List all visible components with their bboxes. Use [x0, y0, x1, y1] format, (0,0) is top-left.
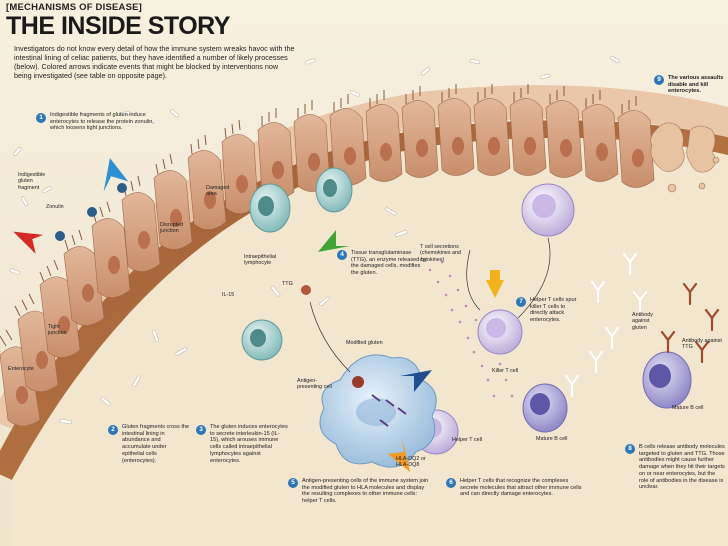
intro-text: Investigators do not know every detail o…	[14, 44, 295, 81]
step-number: 8	[625, 444, 635, 454]
step-8-caption: B cells release antibody molecules targe…	[639, 444, 725, 491]
step-number: 3	[196, 425, 206, 435]
step-7-caption: Helper T cells spur killer T cells to di…	[530, 297, 577, 324]
label-killer-t-cell: Killer T cell	[492, 368, 519, 374]
label-mature-b-cell: Mature B cell	[672, 405, 704, 411]
label-antibody-gluten: Antibody against gluten	[632, 312, 653, 331]
step-number: 2	[108, 425, 118, 435]
label-zonulin: Zonulin	[46, 204, 64, 210]
step-number: 1	[36, 113, 46, 123]
page-title: THE INSIDE STORY	[6, 12, 230, 40]
label-hla: HLA-DQ2 or HLA-DQ8	[396, 456, 426, 469]
step-number: 4	[337, 250, 347, 260]
label-indigestible-gluten: Indigestible gluten fragment	[18, 172, 46, 191]
label-enterocyte: Enterocyte	[8, 366, 34, 372]
step-1-caption: Indigestible fragments of gluten induce …	[50, 112, 154, 132]
label-damaged-area: Damaged area	[206, 185, 230, 198]
step-5-caption: Antigen-presenting cells of the immune s…	[302, 478, 429, 505]
step-4-caption: Tissue transglutaminase (TTG), an enzyme…	[351, 250, 427, 277]
step-6-caption: Helper T cells that recognize the comple…	[460, 478, 582, 498]
step-number: 7	[516, 297, 526, 307]
label-tight-junction: Tight junction	[48, 324, 67, 337]
step-2-caption: Gluten fragments cross the intestinal li…	[122, 424, 190, 464]
label-ttg: TTG	[282, 281, 293, 287]
label-mature-b-cell: Mature B cell	[536, 436, 568, 442]
label-tcell-secretions: T cell secretions (chemokines and cytoki…	[420, 244, 462, 263]
label-antibody-ttg: Antibody against TTG	[682, 338, 722, 351]
label-antigen-presenting-cell: Antigen-presenting cell	[297, 378, 332, 391]
step-number: 5	[288, 478, 298, 488]
label-modified-gluten: Modified gluten	[346, 340, 383, 346]
label-helper-t-cell: Helper T cell	[452, 437, 483, 443]
step-number: 9	[654, 75, 664, 85]
label-disrupted-junction: Disrupted junction	[160, 222, 184, 235]
step-9-caption: The various assaults disable and kill en…	[668, 75, 724, 95]
label-intraepithelial-lymphocyte: Intraepithelial lymphocyte	[244, 254, 277, 267]
section-tag: [MECHANISMS OF DISEASE]	[6, 2, 143, 13]
step-3-caption: The gluten induces enterocytes to secret…	[210, 424, 288, 464]
label-il15: IL-15	[222, 292, 235, 298]
step-number: 6	[446, 478, 456, 488]
